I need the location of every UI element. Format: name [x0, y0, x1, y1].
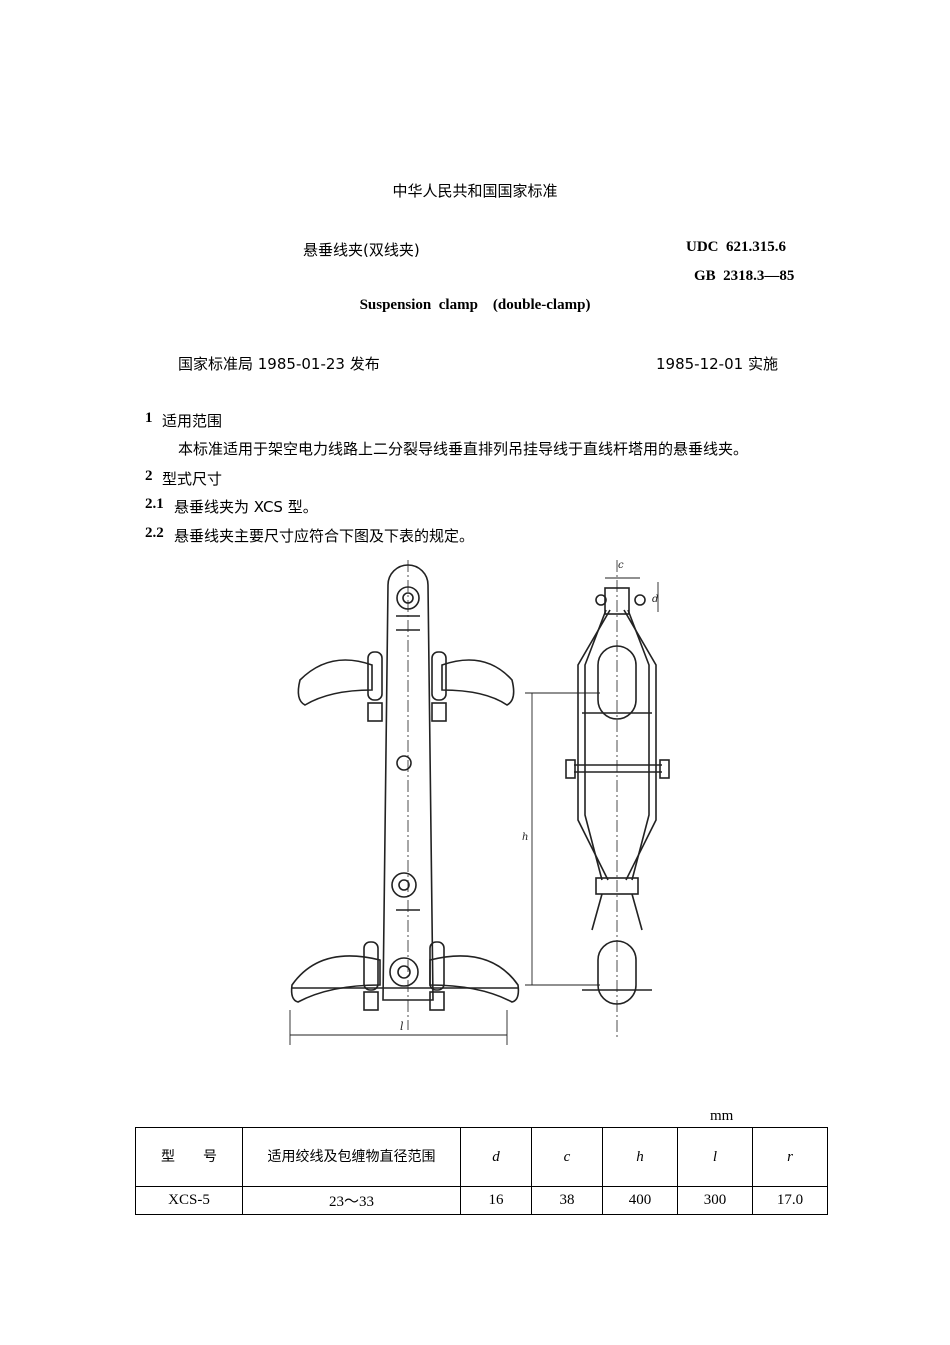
header-d: d [460, 1127, 532, 1187]
cell-h: 400 [602, 1186, 678, 1215]
header-h: h [602, 1127, 678, 1187]
cell-l: 300 [677, 1186, 753, 1215]
label-c: c [618, 560, 624, 571]
table-header-row: 型 号 适用绞线及包缠物直径范围 d c h l r [135, 1127, 828, 1187]
cell-d: 16 [460, 1186, 532, 1215]
front-view [289, 560, 520, 1045]
dimension-table: 型 号 适用绞线及包缠物直径范围 d c h l r XCS-5 23～33 1… [135, 1127, 828, 1215]
label-l: l [400, 1020, 404, 1033]
title-en: Suspension clamp (double-clamp) [359, 297, 591, 313]
scope-paragraph: 本标准适用于架空电力线路上二分裂导线垂直排列吊挂导线于直线杆塔用的悬垂线夹。 [178, 440, 749, 458]
issued-date: 国家标准局 1985-01-23 发布 [178, 355, 380, 373]
header-l: l [677, 1127, 753, 1187]
section-number: 2.2 [145, 525, 164, 541]
cell-diameter-range: 23～33 [242, 1186, 461, 1215]
section-text: 适用范围 [162, 412, 223, 430]
side-view [525, 560, 670, 1040]
udc-code: UDC 621.315.6 [686, 239, 786, 255]
header-r: r [752, 1127, 828, 1187]
unit-label: mm [710, 1108, 734, 1124]
section-number: 2 [145, 468, 153, 484]
label-h: h [522, 832, 528, 843]
table-row: XCS-5 23～33 16 38 400 300 17.0 [135, 1186, 828, 1215]
effective-date: 1985-12-01 实施 [656, 355, 778, 373]
section-number: 1 [145, 410, 153, 426]
header-diameter-range: 适用绞线及包缠物直径范围 [242, 1127, 461, 1187]
cell-c: 38 [531, 1186, 603, 1215]
section-text: 悬垂线夹主要尺寸应符合下图及下表的规定。 [174, 527, 475, 545]
title-cn: 悬垂线夹(双线夹) [303, 241, 420, 259]
section-text: 悬垂线夹为 XCS 型。 [174, 498, 318, 516]
national-standard-heading: 中华人民共和国国家标准 [392, 182, 558, 200]
cell-model: XCS-5 [135, 1186, 243, 1215]
cell-r: 17.0 [752, 1186, 828, 1215]
section-number: 2.1 [145, 496, 164, 512]
gb-code: GB 2318.3—85 [694, 268, 795, 284]
section-text: 型式尺寸 [162, 470, 223, 488]
label-d: d [652, 594, 658, 605]
header-c: c [531, 1127, 603, 1187]
header-model: 型 号 [135, 1127, 243, 1187]
